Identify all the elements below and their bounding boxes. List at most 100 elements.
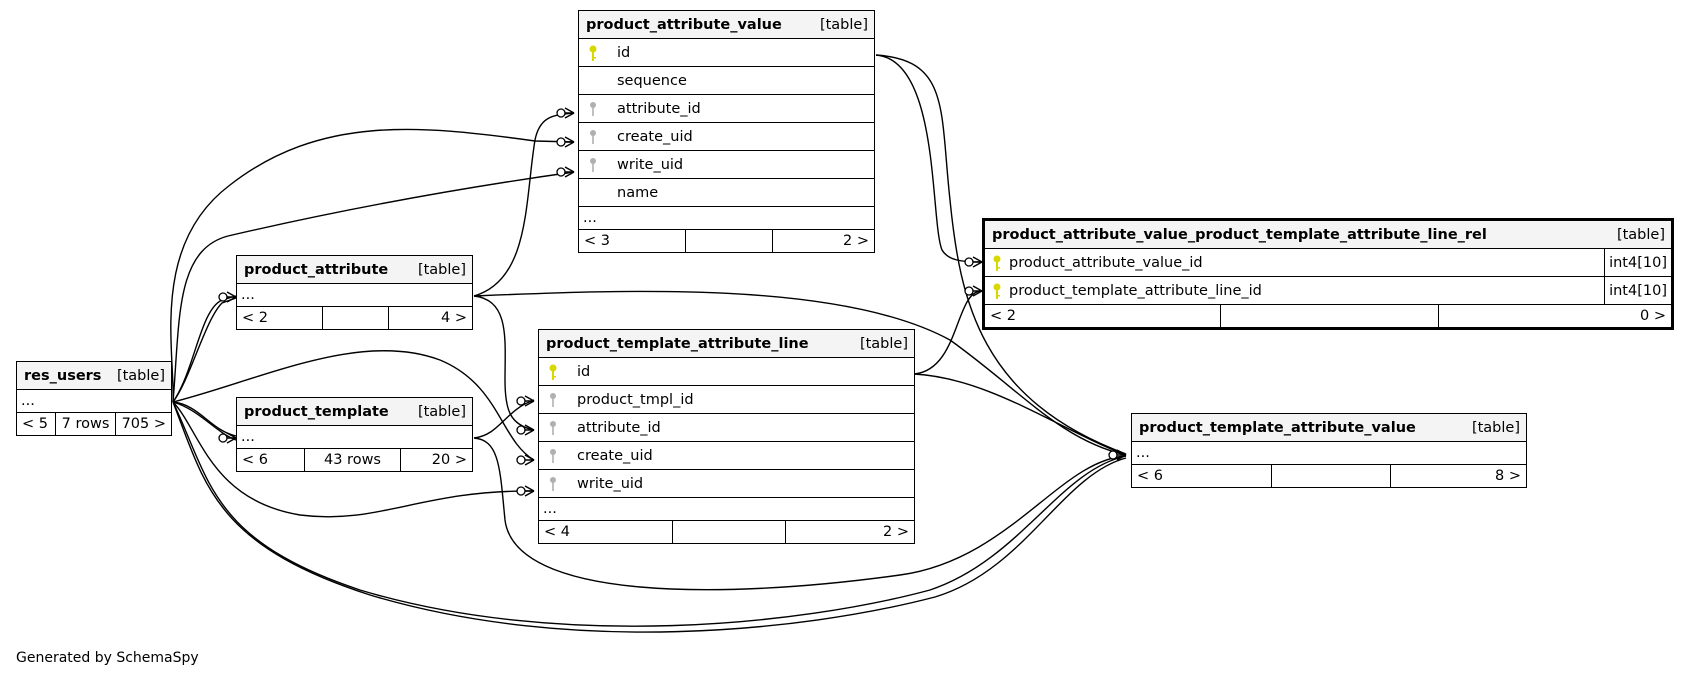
column-row-create-uid[interactable]: create_uid [539, 442, 914, 470]
column-name: product_tmpl_id [577, 391, 694, 408]
more-columns-ellipsis[interactable]: ... [1132, 442, 1526, 465]
children-count[interactable]: 20 > [431, 452, 467, 468]
column-name: write_uid [617, 156, 684, 173]
column-row-id[interactable]: id [539, 358, 914, 386]
more-columns-ellipsis[interactable]: ... [237, 426, 472, 449]
table-type: [table] [1471, 419, 1520, 436]
table-name[interactable]: product_template [244, 403, 389, 420]
row-count [685, 230, 773, 252]
column-name: create_uid [617, 128, 693, 145]
more-columns-ellipsis[interactable]: ... [237, 284, 472, 307]
edge-res-users-pt-2 [172, 401, 237, 441]
column-row-attribute-id[interactable]: attribute_id [579, 95, 874, 123]
table-product-template[interactable]: product_template [table] ... < 6 43 rows… [236, 397, 473, 472]
column-row-product-template-attribute-line-id[interactable]: product_template_attribute_line_id int4[… [985, 277, 1671, 305]
children-count[interactable]: 2 > [883, 524, 909, 540]
table-type: [table] [417, 403, 466, 420]
row-count [322, 307, 389, 329]
table-header: product_attribute_value_product_template… [985, 221, 1671, 249]
parents-count[interactable]: < 6 [1137, 468, 1163, 484]
parents-count[interactable]: < 4 [544, 524, 570, 540]
column-row-id[interactable]: id [579, 39, 874, 67]
table-header: product_attribute [table] [237, 256, 472, 284]
row-count: 7 rows [55, 413, 116, 435]
column-type: int4[10] [1604, 277, 1671, 304]
primary-key-icon [985, 249, 1009, 277]
crow-pa [218, 291, 237, 303]
parents-count[interactable]: < 3 [584, 233, 610, 249]
parents-count[interactable]: < 2 [242, 310, 268, 326]
column-row-product-tmpl-id[interactable]: product_tmpl_id [539, 386, 914, 414]
column-row-product-attribute-value-id[interactable]: product_attribute_value_id int4[10] [985, 249, 1671, 277]
table-product-template-attribute-value[interactable]: product_template_attribute_value [table]… [1131, 413, 1527, 488]
parents-count[interactable]: < 6 [242, 452, 268, 468]
edge-res-users-pa-1 [172, 295, 237, 403]
more-columns-ellipsis[interactable]: ... [539, 498, 914, 521]
primary-key-icon [985, 277, 1009, 305]
column-name: write_uid [577, 475, 644, 492]
generated-by-text: Generated by SchemaSpy [16, 650, 199, 666]
row-count [672, 521, 786, 543]
column-row-create-uid[interactable]: create_uid [579, 123, 874, 151]
table-product-attribute-value-product-template-attribute-line-rel[interactable]: product_attribute_value_product_template… [982, 218, 1674, 330]
row-count [1220, 305, 1439, 327]
foreign-key-icon [579, 95, 617, 123]
table-header: product_template [table] [237, 398, 472, 426]
crow-pav-attribute-id [556, 107, 575, 119]
foreign-key-icon [539, 470, 577, 498]
edge-pa-ptal-attribute-id [473, 295, 535, 431]
crow-ptav [1108, 449, 1127, 461]
column-type: int4[10] [1604, 249, 1671, 276]
children-count[interactable]: 8 > [1495, 468, 1521, 484]
edge-ptal-rel [913, 290, 983, 375]
table-name[interactable]: res_users [24, 367, 102, 384]
table-name[interactable]: product_attribute_value_product_template… [992, 226, 1487, 243]
primary-key-icon [539, 358, 577, 386]
parents-count[interactable]: < 5 [22, 416, 48, 432]
row-count: 43 rows [304, 449, 401, 471]
column-name: attribute_id [617, 100, 701, 117]
crow-pav-create-uid [556, 136, 575, 148]
crow-rel-pav-id [964, 256, 983, 268]
foreign-key-icon [539, 442, 577, 470]
children-count[interactable]: 4 > [441, 310, 467, 326]
edge-res-users-pa-2 [172, 297, 237, 403]
table-name[interactable]: product_template_attribute_value [1139, 419, 1416, 436]
table-footer: < 6 8 > [1132, 465, 1526, 487]
crow-ptal-write-uid [516, 485, 535, 497]
table-type: [table] [819, 16, 868, 33]
children-count[interactable]: 705 > [121, 416, 166, 432]
table-res-users[interactable]: res_users [table] ... < 5 7 rows 705 > [16, 361, 172, 436]
table-footer: < 4 2 > [539, 521, 914, 543]
table-name[interactable]: product_template_attribute_line [546, 335, 809, 352]
crow-rel-ptal-id [964, 285, 983, 297]
table-product-attribute[interactable]: product_attribute [table] ... < 2 4 > [236, 255, 473, 330]
primary-key-icon [579, 39, 617, 67]
column-row-write-uid[interactable]: write_uid [539, 470, 914, 498]
table-footer: < 3 2 > [579, 230, 874, 252]
crow-ptal-product-tmpl-id [516, 395, 535, 407]
foreign-key-icon [579, 151, 617, 179]
column-row-name[interactable]: name [579, 179, 874, 207]
foreign-key-icon [539, 386, 577, 414]
foreign-key-icon [579, 123, 617, 151]
children-count[interactable]: 2 > [843, 233, 869, 249]
children-count[interactable]: 0 > [1640, 308, 1666, 324]
parents-count[interactable]: < 2 [990, 308, 1016, 324]
table-name[interactable]: product_attribute_value [586, 16, 782, 33]
table-product-template-attribute-line[interactable]: product_template_attribute_line [table] … [538, 329, 915, 544]
table-name[interactable]: product_attribute [244, 261, 389, 278]
column-row-sequence[interactable]: sequence [579, 67, 874, 95]
edge-pa-pav-attribute-id [473, 112, 575, 297]
more-columns-ellipsis[interactable]: ... [579, 207, 874, 230]
table-footer: < 2 4 > [237, 307, 472, 329]
table-header: res_users [table] [17, 362, 171, 390]
table-type: [table] [417, 261, 466, 278]
column-name: id [577, 363, 591, 380]
more-columns-ellipsis[interactable]: ... [17, 390, 171, 413]
column-row-write-uid[interactable]: write_uid [579, 151, 874, 179]
table-product-attribute-value[interactable]: product_attribute_value [table] id seque… [578, 10, 875, 253]
column-row-attribute-id[interactable]: attribute_id [539, 414, 914, 442]
edge-ptal-ptav [913, 373, 1127, 456]
column-name: product_attribute_value_id [1009, 254, 1203, 271]
